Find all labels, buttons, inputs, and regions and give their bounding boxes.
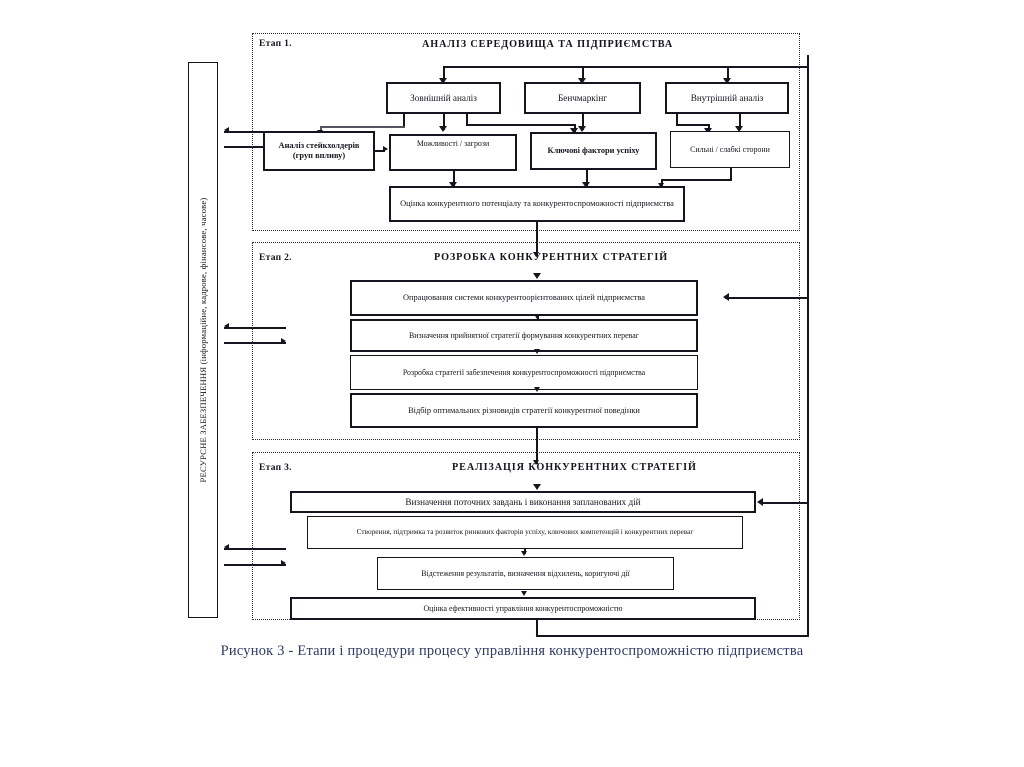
box-stage2-step-1[interactable]: Опрацювання системи конкурентоорієнтован…	[350, 280, 698, 316]
ln-ext-down-opportunities	[443, 114, 446, 130]
stage1-bus-drop-3	[727, 66, 729, 81]
arrow-to-keyfactors-b	[578, 126, 586, 132]
arrow-to-keyfactors-a	[570, 128, 578, 134]
arrow-to-strengths-b	[735, 126, 743, 132]
stage1-bus-drop-2	[582, 66, 584, 81]
box-stage2-step-2[interactable]: Визначення прийнятної стратегії формуван…	[350, 319, 698, 352]
box-stage3-step-1[interactable]: Визначення поточних завдань і виконання …	[290, 491, 756, 513]
resource-stage2-arrow-right	[281, 338, 286, 344]
ln-feedback-to-stage2	[725, 297, 808, 299]
box-opportunities-threats[interactable]: Можливості / загрози	[389, 134, 517, 171]
ln-opportunities-down	[453, 171, 456, 187]
ln-int-left-drop	[676, 114, 679, 126]
resource-support-label: РЕСУРСНЕ ЗАБЕЗПЕЧЕННЯ (інформаційне, кад…	[198, 197, 208, 483]
arrow-opportunities-to-assessment	[449, 182, 457, 188]
arrow-keyfactors-to-assessment	[582, 182, 590, 188]
arrow-stage3-step2-to-3	[521, 551, 527, 556]
arrow-to-opportunities	[439, 126, 447, 132]
resource-stage1-arrow-left	[224, 127, 229, 133]
feedback-spine-riser-from-stage3	[536, 620, 538, 636]
arrow-stakeholders-to-opportunities	[383, 146, 388, 152]
box-internal-analysis[interactable]: Внутрішній аналіз	[665, 82, 789, 114]
stage-1-title: АНАЛІЗ СЕРЕДОВИЩА ТА ПІДПРИЄМСТВА	[422, 39, 674, 50]
resource-stage3-line-in	[224, 548, 286, 550]
stage-3-number: Етап 3.	[259, 463, 292, 473]
box-strengths-weaknesses[interactable]: Сильні / слабкі сторони	[670, 131, 790, 168]
arrow-stage3-step3-to-4	[521, 591, 527, 596]
arrow-into-stage2-step1	[533, 273, 541, 279]
stage-2-title: РОЗРОБКА КОНКУРЕНТНИХ СТРАТЕГІЙ	[434, 252, 669, 263]
resource-stage3-line-out	[224, 564, 286, 566]
arrow-strengths-to-assessment	[658, 183, 664, 188]
resource-stage2-line-in	[224, 327, 286, 329]
arrow-stage1-to-stage2	[533, 252, 539, 257]
resource-stage3-arrow-left	[224, 544, 229, 550]
box-stage2-step-3[interactable]: Розробка стратегії забезпечення конкурен…	[350, 355, 698, 390]
arrow-into-stage3-step1	[533, 484, 541, 490]
stage1-arrow-to-benchmark	[578, 78, 586, 84]
stage1-bus-h	[443, 66, 809, 68]
stage1-arrow-to-internal	[723, 78, 731, 84]
box-stage3-step-2[interactable]: Створення, підтримка та розвиток ринкови…	[307, 516, 743, 549]
box-key-success-factors[interactable]: Ключові фактори успіху	[530, 132, 657, 170]
ln-ext-to-stakeholders	[320, 126, 405, 128]
box-benchmarking[interactable]: Бенчмаркінг	[524, 82, 641, 114]
stage1-arrow-to-external	[439, 78, 447, 84]
resource-stage2-line-out	[224, 342, 286, 344]
ln-strengths-down	[730, 168, 732, 180]
stage-3-title: РЕАЛІЗАЦІЯ КОНКУРЕНТНИХ СТРАТЕГІЙ	[452, 462, 697, 473]
box-external-analysis[interactable]: Зовнішній аналіз	[386, 82, 501, 114]
ln-bench-down	[582, 114, 585, 130]
arrow-stage2-step1-to-2	[534, 314, 540, 319]
ln-int-down	[739, 114, 742, 130]
stage-1-number: Етап 1.	[259, 39, 292, 49]
arrow-feedback-to-stage2	[723, 293, 729, 301]
resource-stage3-arrow-right	[281, 560, 286, 566]
arrow-stage2-step3-to-4	[534, 387, 540, 392]
arrow-stage2-step2-to-3	[534, 349, 540, 354]
ln-int-to-strengths	[676, 124, 710, 127]
box-stage2-step-4[interactable]: Відбір оптимальних різновидів стратегії …	[350, 393, 698, 428]
box-stakeholder-analysis[interactable]: Аналіз стейкхолдерів (груп впливу)	[263, 131, 375, 171]
ln-strengths-elbow	[661, 179, 732, 181]
ln-ext-down-left	[403, 114, 406, 127]
resource-stage2-arrow-left	[224, 323, 229, 329]
ln-feedback-to-stage3	[760, 502, 808, 504]
arrow-feedback-to-stage3	[757, 498, 763, 506]
stage-1-container	[252, 33, 800, 231]
box-competitive-potential-assessment[interactable]: Оцінка конкурентного потенціалу та конку…	[389, 186, 685, 222]
resource-stage1-line-out	[224, 146, 286, 148]
stage1-bus-drop-1	[443, 66, 445, 81]
feedback-spine-vertical	[807, 55, 809, 636]
box-stage3-step-3[interactable]: Відстеження результатів, визначення відх…	[377, 557, 674, 590]
ln-keyfactors-down	[586, 170, 589, 187]
ln-ext-right-drop	[466, 114, 469, 126]
figure-caption: Рисунок 3 - Етапи і процедури процесу уп…	[220, 643, 804, 659]
resource-support-bar: РЕСУРСНЕ ЗАБЕЗПЕЧЕННЯ (інформаційне, кад…	[188, 62, 218, 618]
ln-stakeholders-to-opportunities	[375, 150, 385, 152]
arrow-stage2-to-stage3	[533, 460, 539, 465]
stage-2-container	[252, 242, 800, 440]
ln-stage1-to-stage2	[536, 222, 538, 256]
resource-stage1-line-in	[224, 131, 286, 133]
ln-stage2-to-stage3	[536, 428, 538, 464]
ln-ext-to-keyfactors	[466, 124, 576, 127]
box-stage3-step-4[interactable]: Оцінка ефективності управління конкурент…	[290, 597, 756, 620]
feedback-spine-bottom	[536, 635, 809, 637]
stage-2-number: Етап 2.	[259, 253, 292, 263]
